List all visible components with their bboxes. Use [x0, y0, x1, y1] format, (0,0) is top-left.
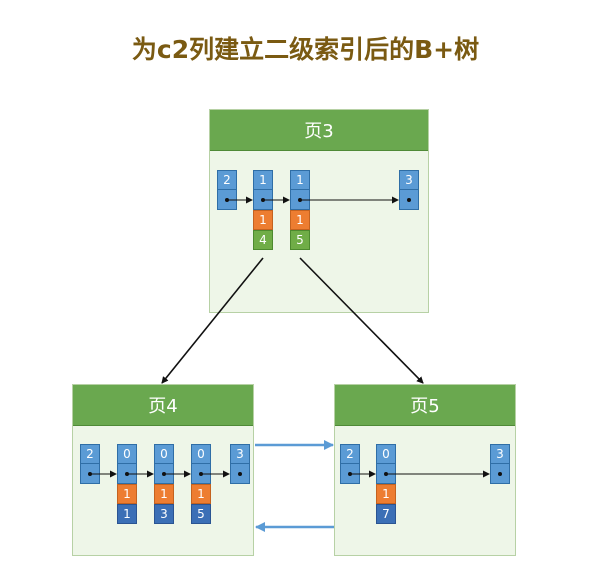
record-key: 0 — [191, 444, 211, 464]
record-key: 2 — [340, 444, 360, 464]
page-4-record-links — [88, 470, 242, 478]
record-child-page: 4 — [253, 230, 273, 250]
page-5: 页5 — [334, 384, 516, 556]
page-5-record-2: 0 1 7 — [376, 444, 396, 524]
record-primary-key: 1 — [290, 210, 310, 230]
page-4-header: 页4 — [73, 385, 253, 426]
edge-root-to-page-4 — [161, 257, 264, 384]
record-key: 1 — [290, 170, 310, 190]
page-3-header: 页3 — [210, 110, 428, 151]
page-3-record-links — [225, 196, 411, 204]
record-primary-key: 1 — [117, 484, 137, 504]
record-primary-key: 1 — [154, 484, 174, 504]
record-value: 7 — [376, 504, 396, 524]
record-key: 3 — [230, 444, 250, 464]
record-key: 2 — [80, 444, 100, 464]
record-value: 1 — [117, 504, 137, 524]
record-key: 0 — [376, 444, 396, 464]
record-primary-key: 1 — [253, 210, 273, 230]
record-key: 0 — [154, 444, 174, 464]
record-key: 1 — [253, 170, 273, 190]
page-4-record-4: 0 1 5 — [191, 444, 211, 524]
record-key: 2 — [217, 170, 237, 190]
edge-root-to-page-5 — [299, 257, 424, 384]
record-key: 3 — [490, 444, 510, 464]
diagram-title: 为c2列建立二级索引后的B+树 — [131, 35, 480, 64]
record-value: 5 — [191, 504, 211, 524]
record-key: 3 — [399, 170, 419, 190]
page-3-record-4: 3 — [399, 170, 419, 210]
record-primary-key: 1 — [191, 484, 211, 504]
page-5-record-links — [348, 470, 502, 478]
page-5-header: 页5 — [335, 385, 515, 426]
page-4-record-3: 0 1 3 — [154, 444, 174, 524]
record-value: 3 — [154, 504, 174, 524]
record-key: 0 — [117, 444, 137, 464]
page-3-record-3: 1 1 5 — [290, 170, 310, 250]
record-child-page: 5 — [290, 230, 310, 250]
record-primary-key: 1 — [376, 484, 396, 504]
